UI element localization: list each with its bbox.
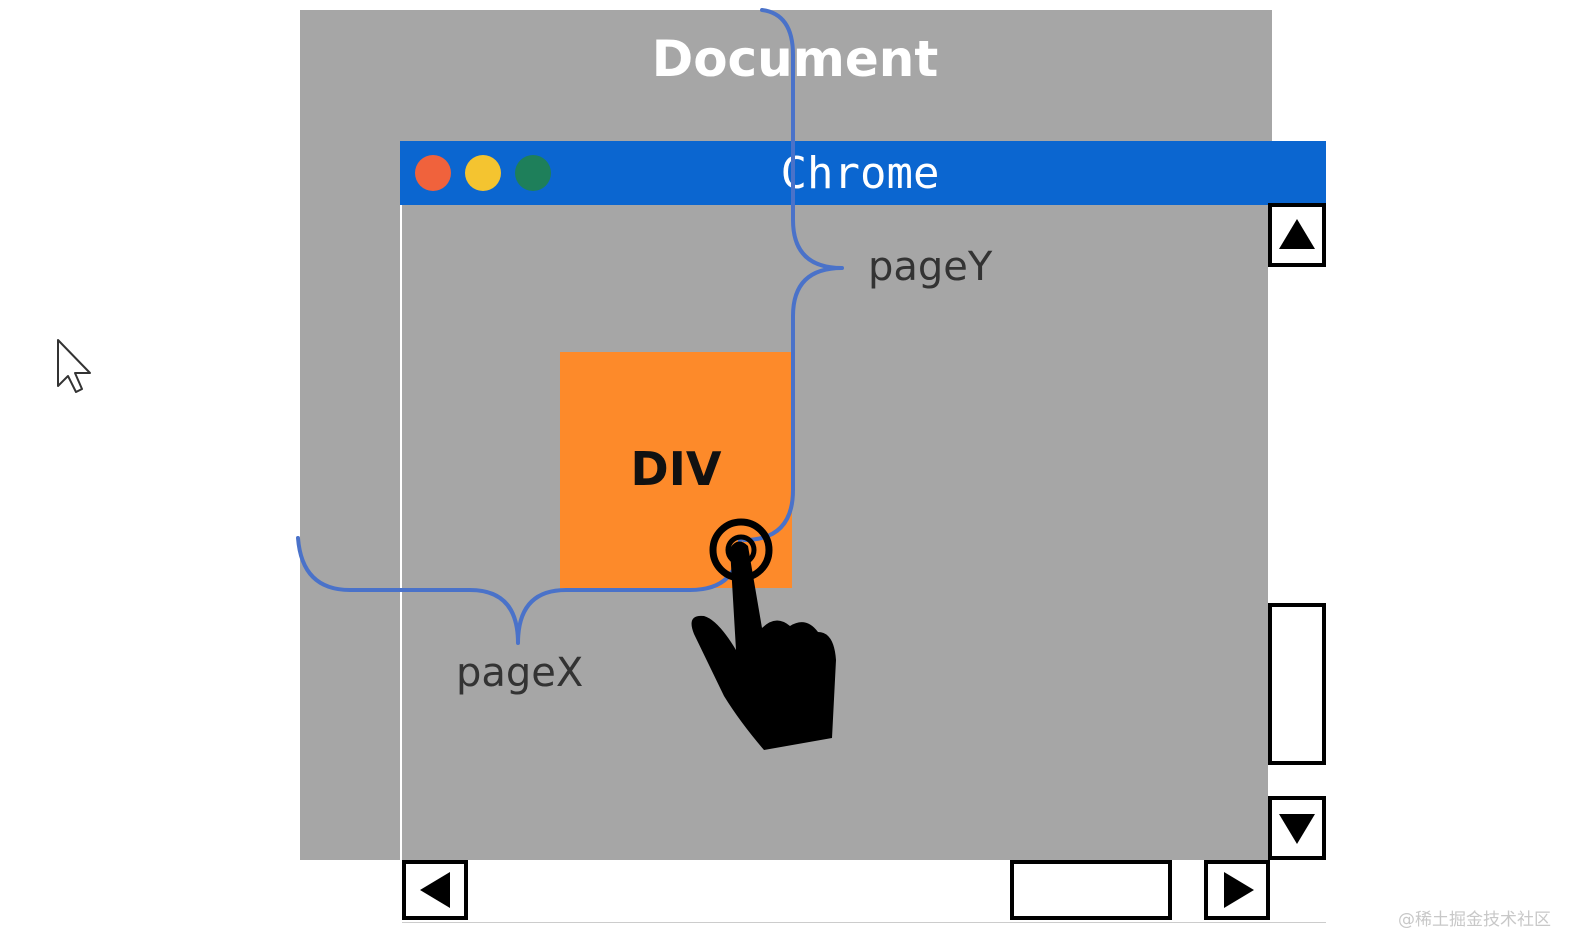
document-title: Document	[651, 30, 939, 88]
scroll-right-button[interactable]	[1204, 860, 1270, 920]
vertical-scroll-thumb[interactable]	[1268, 603, 1326, 765]
up-arrow-icon	[1279, 219, 1315, 249]
scroll-left-button[interactable]	[402, 860, 468, 920]
down-arrow-icon	[1279, 814, 1315, 844]
yellow-dot-icon[interactable]	[465, 155, 501, 191]
browser-titlebar	[400, 141, 1326, 205]
left-arrow-icon	[420, 872, 450, 908]
right-arrow-icon	[1224, 872, 1254, 908]
horizontal-scroll-thumb[interactable]	[1010, 860, 1172, 920]
pagex-label: pageX	[456, 650, 584, 696]
cursor-arrow-icon	[57, 339, 91, 393]
div-label: DIV	[630, 442, 722, 496]
pagey-label: pageY	[868, 244, 993, 290]
horizontal-scroll-track[interactable]	[402, 860, 1326, 923]
browser-viewport	[400, 141, 1326, 923]
red-dot-icon[interactable]	[415, 155, 451, 191]
green-dot-icon[interactable]	[515, 155, 551, 191]
watermark-text: @稀土掘金技术社区	[1398, 910, 1551, 930]
scroll-down-button[interactable]	[1268, 796, 1326, 860]
browser-title: Chrome	[780, 148, 940, 199]
scroll-up-button[interactable]	[1268, 203, 1326, 267]
